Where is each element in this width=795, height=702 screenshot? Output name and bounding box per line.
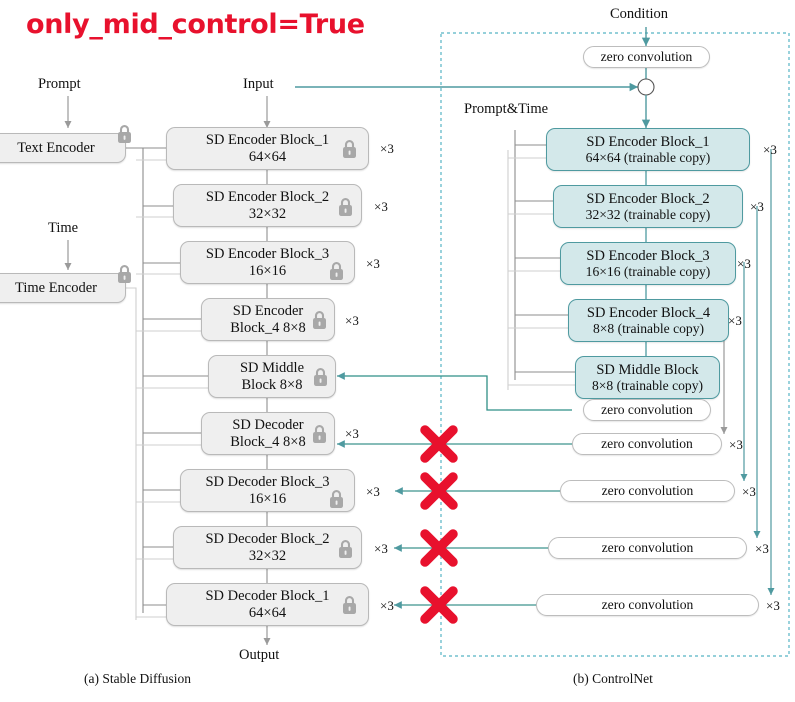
sd-encoder-block-4[interactable]: SD Encoder Block_4 8×8 <box>201 298 335 341</box>
repeat-badge: ×3 <box>766 598 780 613</box>
zero-convolution-label: zero convolution <box>601 483 694 498</box>
block-resolution: Block_4 8×8 <box>230 319 306 336</box>
lock-icon <box>337 540 354 559</box>
repeat-badge: ×3 <box>374 199 388 214</box>
sd-decoder-block-1[interactable]: SD Decoder Block_1 64×64 <box>166 583 369 626</box>
sd-encoder-block-2[interactable]: SD Encoder Block_2 32×32 <box>173 184 362 227</box>
block-title: SD Encoder Block_4 <box>586 304 711 321</box>
zero-convolution-4[interactable]: zero convolution <box>536 594 759 616</box>
repeat-badge: ×3 <box>366 484 380 499</box>
block-resolution: 16×16 <box>248 490 287 507</box>
label-input: Input <box>243 76 274 92</box>
lock-icon <box>328 490 345 509</box>
disabled-connection-x-icon-1 <box>417 422 461 466</box>
block-title: SD Decoder <box>232 417 304 434</box>
sd-decoder-block-3[interactable]: SD Decoder Block_3 16×16 <box>180 469 355 512</box>
text-encoder-label: Text Encoder <box>17 139 95 156</box>
sd-decoder-block-4[interactable]: SD Decoder Block_4 8×8 <box>201 412 335 455</box>
block-title: SD Encoder Block_2 <box>586 190 710 207</box>
repeat-badge: ×3 <box>729 437 743 452</box>
block-title: SD Decoder Block_2 <box>205 531 330 548</box>
block-title: SD Middle Block <box>596 361 699 378</box>
lock-icon <box>328 262 345 281</box>
disabled-connection-x-icon-2 <box>417 469 461 513</box>
caption-stable-diffusion: (a) Stable Diffusion <box>84 671 191 686</box>
block-resolution: 16×16 (trainable copy) <box>585 264 711 279</box>
block-resolution: 32×32 (trainable copy) <box>585 207 711 222</box>
block-title: SD Encoder Block_1 <box>586 133 710 150</box>
label-prompt-and-time: Prompt&Time <box>464 101 549 117</box>
repeat-badge: ×3 <box>737 256 751 271</box>
cn-encoder-block-1[interactable]: SD Encoder Block_1 64×64 (trainable copy… <box>546 128 750 171</box>
block-title: SD Decoder Block_1 <box>205 588 330 605</box>
block-resolution: 64×64 (trainable copy) <box>585 150 711 165</box>
lock-icon <box>312 368 329 387</box>
disabled-connection-x-icon-3 <box>417 526 461 570</box>
block-resolution: 16×16 <box>248 262 287 279</box>
block-resolution: 32×32 <box>248 205 287 222</box>
cn-middle-block[interactable]: SD Middle Block 8×8 (trainable copy) <box>575 356 720 399</box>
block-resolution: 8×8 (trainable copy) <box>591 378 704 393</box>
repeat-badge: ×3 <box>345 313 359 328</box>
block-title: SD Encoder Block_1 <box>205 132 330 149</box>
cn-encoder-block-3[interactable]: SD Encoder Block_3 16×16 (trainable copy… <box>560 242 736 285</box>
block-resolution: 8×8 (trainable copy) <box>592 321 705 336</box>
block-title: SD Middle <box>239 360 305 377</box>
zero-convolution-2[interactable]: zero convolution <box>560 480 735 502</box>
caption-controlnet: (b) ControlNet <box>573 671 653 686</box>
lock-icon <box>311 311 328 330</box>
sd-encoder-block-3[interactable]: SD Encoder Block_3 16×16 <box>180 241 355 284</box>
repeat-badge: ×3 <box>742 484 756 499</box>
label-condition: Condition <box>610 6 669 22</box>
block-resolution: Block 8×8 <box>241 376 303 393</box>
sd-decoder-block-2[interactable]: SD Decoder Block_2 32×32 <box>173 526 362 569</box>
zero-convolution-label: zero convolution <box>601 402 693 417</box>
repeat-badge: ×3 <box>345 426 359 441</box>
zero-convolution-label: zero convolution <box>601 436 693 451</box>
repeat-badge: ×3 <box>755 541 769 556</box>
block-resolution: 32×32 <box>248 547 287 564</box>
zero-convolution-label: zero convolution <box>600 49 693 64</box>
block-title: SD Encoder <box>232 303 304 320</box>
block-title: SD Decoder Block_3 <box>205 474 330 491</box>
repeat-badge: ×3 <box>750 199 764 214</box>
label-prompt: Prompt <box>38 76 81 92</box>
zero-convolution-top[interactable]: zero convolution <box>583 46 710 68</box>
time-encoder-block[interactable]: Time Encoder <box>0 265 131 303</box>
cn-encoder-block-4[interactable]: SD Encoder Block_4 8×8 (trainable copy) <box>568 299 729 342</box>
block-title: SD Encoder Block_2 <box>205 189 330 206</box>
sd-encoder-block-1[interactable]: SD Encoder Block_1 64×64 <box>166 127 369 170</box>
block-resolution: 64×64 <box>248 604 287 621</box>
lock-icon <box>311 425 328 444</box>
lock-icon <box>116 265 133 284</box>
repeat-badge: ×3 <box>380 141 394 156</box>
repeat-badge: ×3 <box>366 256 380 271</box>
disabled-connection-x-icon-4 <box>417 583 461 627</box>
zero-convolution-1[interactable]: zero convolution <box>572 433 722 455</box>
zero-convolution-middle[interactable]: zero convolution <box>583 399 711 421</box>
lock-icon <box>116 125 133 144</box>
sd-middle-block[interactable]: SD Middle Block 8×8 <box>208 355 336 398</box>
zero-convolution-label: zero convolution <box>601 597 694 612</box>
lock-icon <box>341 140 358 159</box>
block-resolution: Block_4 8×8 <box>230 433 306 450</box>
text-encoder-block[interactable]: Text Encoder <box>0 125 131 163</box>
lock-icon <box>341 596 358 615</box>
cn-encoder-block-2[interactable]: SD Encoder Block_2 32×32 (trainable copy… <box>553 185 743 228</box>
repeat-badge: ×3 <box>374 541 388 556</box>
repeat-badge: ×3 <box>763 142 777 157</box>
time-encoder-label: Time Encoder <box>14 279 98 296</box>
zero-convolution-label: zero convolution <box>601 540 694 555</box>
block-resolution: 64×64 <box>248 148 287 165</box>
label-output: Output <box>239 647 280 663</box>
zero-convolution-3[interactable]: zero convolution <box>548 537 747 559</box>
repeat-badge: ×3 <box>380 598 394 613</box>
lock-icon <box>337 198 354 217</box>
label-time: Time <box>48 220 79 236</box>
page-title: only_mid_control=True <box>26 9 365 40</box>
block-title: SD Encoder Block_3 <box>586 247 710 264</box>
block-title: SD Encoder Block_3 <box>205 246 330 263</box>
repeat-badge: ×3 <box>728 313 742 328</box>
